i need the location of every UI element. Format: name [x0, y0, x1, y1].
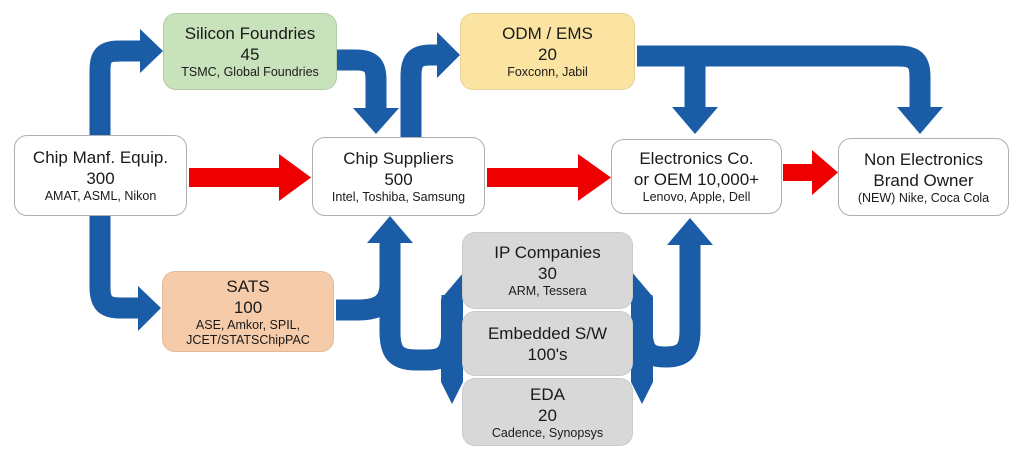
node-title: Silicon Foundries: [184, 24, 316, 43]
node-title: IP Companies: [494, 243, 601, 262]
arrow-silicon-to-chipsuppliers: [336, 49, 399, 134]
node-examples: Foxconn, Jabil: [507, 65, 588, 79]
node-examples: TSMC, Global Foundries: [181, 65, 319, 79]
node-examples: ARM, Tessera: [508, 284, 587, 298]
node-title-2: or OEM 10,000+: [633, 170, 760, 189]
node-sats: SATS 100 ASE, Amkor, SPIL, JCET/STATSChi…: [162, 271, 334, 352]
node-ip-companies: IP Companies 30 ARM, Tessera: [462, 232, 633, 309]
node-count: 100: [233, 297, 263, 317]
node-count: 500: [384, 170, 413, 189]
node-count: 100's: [527, 344, 568, 364]
node-title: EDA: [530, 384, 565, 404]
node-examples: ASE, Amkor, SPIL,: [195, 317, 301, 332]
arrow-odm-to-electronics-and-nonelectronics: [637, 45, 943, 134]
arrow-chipmanf-to-silicon: [89, 29, 163, 140]
node-count: 300: [86, 169, 115, 188]
node-count: 20: [538, 45, 557, 64]
node-title: SATS: [226, 276, 270, 296]
node-embedded-sw: Embedded S/W 100's: [462, 311, 633, 376]
node-examples: Lenovo, Apple, Dell: [642, 190, 751, 204]
node-title: Embedded S/W: [487, 323, 608, 343]
arrow-stack-to-chipsuppliers: [379, 243, 463, 371]
arrow-stack-to-electronics: [631, 218, 713, 368]
node-electronics-oem: Electronics Co. or OEM 10,000+ Lenovo, A…: [611, 139, 782, 214]
node-title: Electronics Co.: [639, 149, 754, 168]
arrow-chipmanf-to-chipsuppliers-red: [189, 154, 311, 201]
node-chip-suppliers: Chip Suppliers 500 Intel, Toshiba, Samsu…: [312, 137, 485, 216]
arrow-chipsuppliers-to-odm: [400, 32, 460, 138]
node-examples-2: JCET/STATSChipPAC: [186, 332, 310, 347]
node-title: ODM / EMS: [502, 24, 593, 43]
node-count: 30: [538, 264, 557, 283]
node-examples: Intel, Toshiba, Samsung: [331, 190, 466, 204]
node-non-electronics-brand-owner: Non Electronics Brand Owner (NEW) Nike, …: [838, 138, 1009, 216]
node-count: 20: [538, 405, 557, 425]
node-examples: Cadence, Synopsys: [491, 425, 604, 440]
node-title: Non Electronics: [863, 149, 984, 169]
arrow-chipmanf-to-sats: [89, 214, 161, 331]
node-odm-ems: ODM / EMS 20 Foxconn, Jabil: [460, 13, 635, 90]
node-examples: AMAT, ASML, Nikon: [44, 189, 157, 203]
node-title: Chip Manf. Equip.: [32, 148, 169, 167]
arrow-electronics-to-nonelectronics-red: [783, 150, 838, 195]
node-title: Chip Suppliers: [343, 149, 454, 168]
node-eda: EDA 20 Cadence, Synopsys: [462, 378, 633, 446]
arrow-chipsuppliers-to-electronics-red: [487, 154, 611, 201]
arrow-sats-to-chipsuppliers: [336, 216, 413, 321]
node-examples: (NEW) Nike, Coca Cola: [857, 190, 990, 205]
node-title-2: Brand Owner: [873, 170, 974, 190]
node-silicon-foundries: Silicon Foundries 45 TSMC, Global Foundr…: [163, 13, 337, 90]
node-count: 45: [240, 45, 260, 64]
node-chip-manf-equip: Chip Manf. Equip. 300 AMAT, ASML, Nikon: [14, 135, 187, 216]
